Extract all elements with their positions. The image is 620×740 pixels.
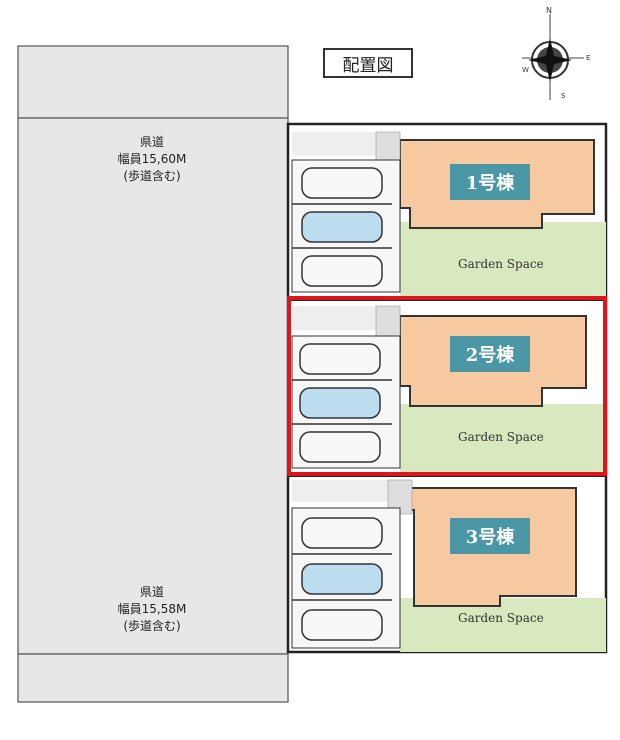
compass-icon	[522, 14, 584, 100]
road-area	[17, 45, 289, 703]
garden-1-label: Garden Space	[458, 257, 544, 271]
car	[301, 563, 383, 595]
garden-2-label: Garden Space	[458, 430, 544, 444]
lot-2	[291, 305, 606, 474]
compass-w-label: W	[522, 66, 529, 74]
road-label-top: 県道 幅員15,60M (歩道含む)	[82, 134, 222, 185]
road-width: 幅員15,60M	[117, 152, 187, 166]
parking-2	[291, 335, 401, 469]
road-note: (歩道含む)	[123, 619, 181, 633]
garden-2	[400, 404, 606, 474]
compass-e-label: E	[586, 54, 591, 62]
car	[301, 211, 383, 243]
road-label-bottom: 県道 幅員15,58M (歩道含む)	[82, 584, 222, 635]
car	[301, 517, 383, 549]
garden-3-label: Garden Space	[458, 611, 544, 625]
road-width: 幅員15,58M	[117, 602, 187, 616]
garden-1	[400, 222, 606, 298]
page-title: 配置図	[323, 48, 413, 78]
road-type: 県道	[139, 585, 164, 599]
car	[299, 387, 381, 419]
building-2-label: 2号棟	[450, 336, 530, 372]
parking-1	[291, 159, 401, 293]
lot-1	[291, 131, 606, 298]
car	[301, 167, 383, 199]
highlight-frame	[287, 296, 607, 476]
compass-s-label: S	[561, 92, 566, 100]
building-3-label: 3号棟	[450, 518, 530, 554]
road-type: 県道	[139, 135, 164, 149]
road-note: (歩道含む)	[123, 169, 181, 183]
parking-3	[291, 507, 401, 649]
entry-3	[292, 480, 412, 502]
car	[301, 255, 383, 287]
compass-n-label: N	[546, 6, 552, 15]
building-1-label: 1号棟	[450, 164, 530, 200]
car	[301, 609, 383, 641]
car	[299, 343, 381, 375]
car	[299, 431, 381, 463]
